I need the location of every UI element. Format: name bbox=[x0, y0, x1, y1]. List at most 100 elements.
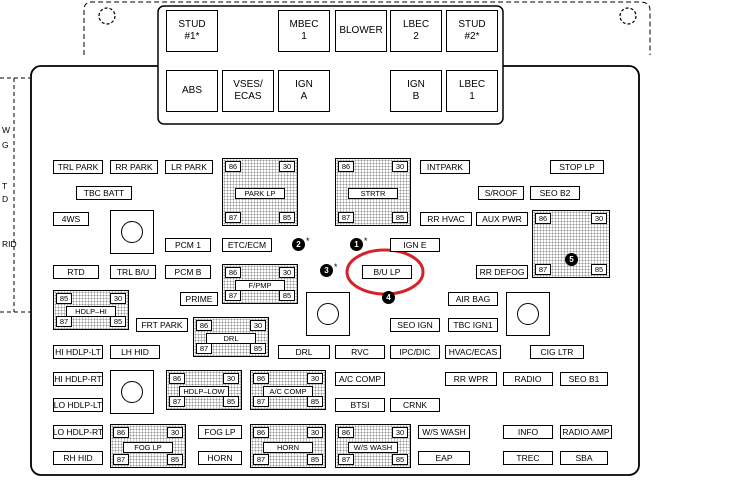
relay-pin: 30 bbox=[591, 213, 607, 224]
relay-name: FOG LP bbox=[123, 441, 173, 453]
fuse-info: INFO bbox=[503, 425, 553, 439]
fuse-stop-lp: STOP LP bbox=[550, 160, 604, 174]
fuse-seo-ign: SEO IGN bbox=[390, 318, 440, 332]
relay-name: DRL bbox=[206, 332, 256, 344]
relay-name: STRTR bbox=[348, 187, 398, 199]
fuse-crnk: CRNK bbox=[390, 398, 440, 412]
relay-pin: 87 bbox=[56, 316, 72, 327]
socket-3 bbox=[306, 292, 350, 336]
fuse-ign-e: IGN E bbox=[390, 238, 440, 252]
asterisk-note: * bbox=[334, 262, 338, 272]
socket-ring bbox=[121, 221, 143, 243]
fuse-rr-park: RR PARK bbox=[110, 160, 158, 174]
fuse-igna: IGN A bbox=[278, 70, 330, 112]
fuse-lbec1: LBEC 1 bbox=[446, 70, 498, 112]
relay-pin: 30 bbox=[223, 373, 239, 384]
fuse-radio: RADIO bbox=[503, 372, 553, 386]
marker-5: 5 bbox=[565, 253, 578, 266]
left-edge-text: W bbox=[2, 125, 11, 135]
fuse-rh-hid: RH HID bbox=[53, 451, 103, 465]
fuse-hi-hdlp-lt: HI HDLP-LT bbox=[53, 345, 103, 359]
fuse-tbc-ign1: TBC IGN1 bbox=[448, 318, 498, 332]
fuse-drl: DRL bbox=[278, 345, 330, 359]
relay-pin: 87 bbox=[535, 264, 551, 275]
relay-pin: 87 bbox=[253, 396, 269, 407]
relay-pin: 86 bbox=[338, 427, 354, 438]
fuse-lr-park: LR PARK bbox=[165, 160, 213, 174]
fuse-trl-bu: TRL B/U bbox=[110, 265, 156, 279]
fuse-seo-b2: SEO B2 bbox=[530, 186, 580, 200]
fuse-rr-defog: RR DEFOG bbox=[476, 265, 528, 279]
fuse-ws-wash: W/S WASH bbox=[418, 425, 470, 439]
relay-name: A/C COMP bbox=[263, 385, 313, 397]
relay-name: W/S WASH bbox=[348, 441, 398, 453]
left-edge-text: RID bbox=[2, 239, 17, 249]
relay-pin: 87 bbox=[225, 212, 241, 223]
fuse-stud2: STUD #2* bbox=[446, 10, 498, 52]
relay-pin: 86 bbox=[338, 161, 354, 172]
fuse-rvc: RVC bbox=[335, 345, 385, 359]
relay-pin: 86 bbox=[169, 373, 185, 384]
fuse-lo-hdlp-lt: LO HDLP-LT bbox=[53, 398, 103, 412]
relay-pin: 86 bbox=[253, 373, 269, 384]
fuse-rr-wpr: RR WPR bbox=[445, 372, 497, 386]
top-cover-dashed-outline bbox=[83, 1, 651, 55]
relay-pin: 30 bbox=[307, 427, 323, 438]
relay-pin: 87 bbox=[169, 396, 185, 407]
relay-pin: 85 bbox=[307, 396, 323, 407]
relay-pin: 87 bbox=[196, 343, 212, 354]
relay-name: HDLP–LOW bbox=[179, 385, 229, 397]
fuse-vses: VSES/ ECAS bbox=[222, 70, 274, 112]
relay-pin: 85 bbox=[110, 316, 126, 327]
fuse-mbec1: MBEC 1 bbox=[278, 10, 330, 52]
fuse-air-bag: AIR BAG bbox=[448, 292, 498, 306]
socket-1 bbox=[110, 210, 154, 254]
asterisk-note: * bbox=[364, 236, 368, 246]
left-connector-dashed-outline bbox=[0, 77, 30, 313]
relay-pin: 85 bbox=[392, 454, 408, 465]
relay-pin: 30 bbox=[167, 427, 183, 438]
relay-pin: 30 bbox=[110, 293, 126, 304]
fuse-radio-amp: RADIO AMP bbox=[560, 425, 612, 439]
fuse-seo-b1: SEO B1 bbox=[560, 372, 608, 386]
relay-pin: 30 bbox=[307, 373, 323, 384]
relay-pin: 85 bbox=[307, 454, 323, 465]
fuse-hvac-ecas: HVAC/ECAS bbox=[445, 345, 501, 359]
fuse-lbec2: LBEC 2 bbox=[390, 10, 442, 52]
relay-pin: 87 bbox=[338, 454, 354, 465]
relay-name: HORN bbox=[263, 441, 313, 453]
fuse-btsi: BTSI bbox=[335, 398, 385, 412]
relay-pin: 85 bbox=[56, 293, 72, 304]
fuse-frt-park: FRT PARK bbox=[136, 318, 188, 332]
relay-pin: 85 bbox=[392, 212, 408, 223]
asterisk-note: * bbox=[306, 236, 310, 246]
fuse-blower: BLOWER bbox=[335, 10, 387, 52]
fuse-hi-hdlp-rt: HI HDLP-RT bbox=[53, 372, 103, 386]
fuse-sba: SBA bbox=[560, 451, 608, 465]
relay-pin: 30 bbox=[392, 161, 408, 172]
marker-2: 2 bbox=[292, 238, 305, 251]
left-edge-text: G bbox=[2, 140, 9, 150]
relay-pin: 85 bbox=[279, 290, 295, 301]
fuse-rr-hvac: RR HVAC bbox=[420, 212, 472, 226]
relay-pin: 86 bbox=[113, 427, 129, 438]
relay-pin: 30 bbox=[279, 161, 295, 172]
marker-1: 1 bbox=[350, 238, 363, 251]
relay-name: PARK LP bbox=[235, 187, 285, 199]
fuse-trec: TREC bbox=[503, 451, 553, 465]
relay-name: F/PMP bbox=[235, 279, 285, 291]
marker-4: 4 bbox=[382, 291, 395, 304]
fuse-intpark: INTPARK bbox=[420, 160, 470, 174]
fuse-lo-hdlp-rt: LO HDLP-RT bbox=[53, 425, 103, 439]
mounting-hole-left bbox=[98, 7, 116, 25]
left-edge-text: D bbox=[2, 194, 9, 204]
fuse-stud1: STUD #1* bbox=[166, 10, 218, 52]
relay-pin: 85 bbox=[279, 212, 295, 223]
fuse-pcm-b: PCM B bbox=[165, 265, 211, 279]
relay-name: HDLP–HI bbox=[66, 305, 116, 317]
